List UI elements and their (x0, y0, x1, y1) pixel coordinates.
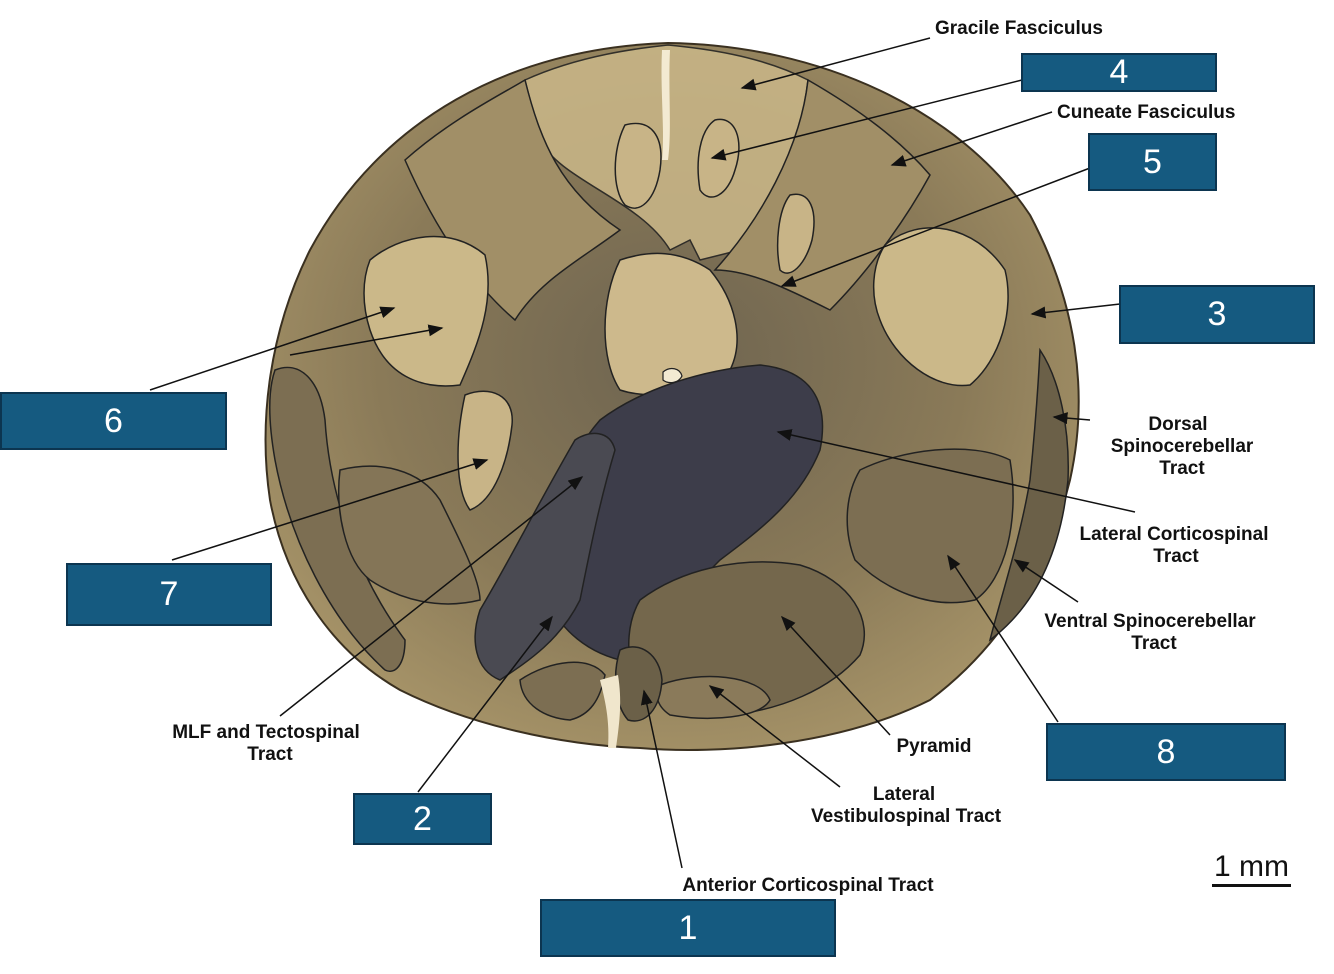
leader-lines (149, 37, 1136, 869)
answer-box-5[interactable]: 5 (1088, 133, 1217, 191)
inferior-olive-left (363, 235, 489, 387)
dorsal-spinocerebellar-strip (988, 347, 1070, 642)
label-mlf-tectospinal-1: MLF and Tectospinal (172, 722, 360, 743)
cuneate-region-right (713, 78, 931, 311)
answer-box-6[interactable]: 6 (0, 392, 227, 450)
inferior-olive-right (872, 227, 1009, 387)
gracile-nucleus-left (614, 122, 662, 209)
ventral-median-fissure (600, 675, 621, 748)
label-gracile-fasciculus: Gracile Fasciculus (935, 18, 1103, 39)
label-dorsal-spinocerebellar-1: Dorsal (1148, 414, 1207, 435)
label-mlf-tectospinal-2: Tract (247, 744, 293, 765)
label-lateral-vestibulospinal-2: Vestibulospinal Tract (811, 806, 1002, 827)
left-lateral-inclusion (338, 465, 481, 605)
ventral-spinocerebellar-region (846, 448, 1014, 604)
label-lateral-corticospinal-1: Lateral Corticospinal (1080, 524, 1269, 545)
answer-box-3[interactable]: 3 (1119, 285, 1315, 344)
label-dorsal-spinocerebellar-3: Tract (1159, 458, 1205, 479)
answer-box-2[interactable]: 2 (353, 793, 492, 845)
label-dorsal-spinocerebellar-2: Spinocerebellar (1111, 436, 1254, 457)
answer-box-4[interactable]: 4 (1021, 53, 1217, 92)
scale-bar: 1 mm (1212, 852, 1291, 887)
cuneate-nucleus-right (776, 193, 815, 274)
central-canal (662, 367, 683, 384)
label-pyramid: Pyramid (897, 736, 972, 757)
label-cuneate-fasciculus: Cuneate Fasciculus (1057, 102, 1235, 123)
dorsal-median-fissure (661, 50, 670, 160)
label-ventral-spinocerebellar-1: Ventral Spinocerebellar (1044, 611, 1256, 632)
small-nucleus-left (457, 390, 513, 511)
label-lateral-vestibulospinal-1: Lateral (873, 784, 935, 805)
label-anterior-corticospinal: Anterior Corticospinal Tract (682, 875, 934, 896)
dark-region-left (474, 432, 616, 681)
answer-box-8[interactable]: 8 (1046, 723, 1286, 781)
left-lateral-strip (269, 366, 406, 672)
label-lateral-corticospinal-2: Tract (1153, 546, 1199, 567)
ventral-region-left (519, 661, 606, 721)
answer-box-7[interactable]: 7 (66, 563, 272, 626)
answer-box-1[interactable]: 1 (540, 899, 836, 957)
label-ventral-spinocerebellar-2: Tract (1131, 633, 1177, 654)
